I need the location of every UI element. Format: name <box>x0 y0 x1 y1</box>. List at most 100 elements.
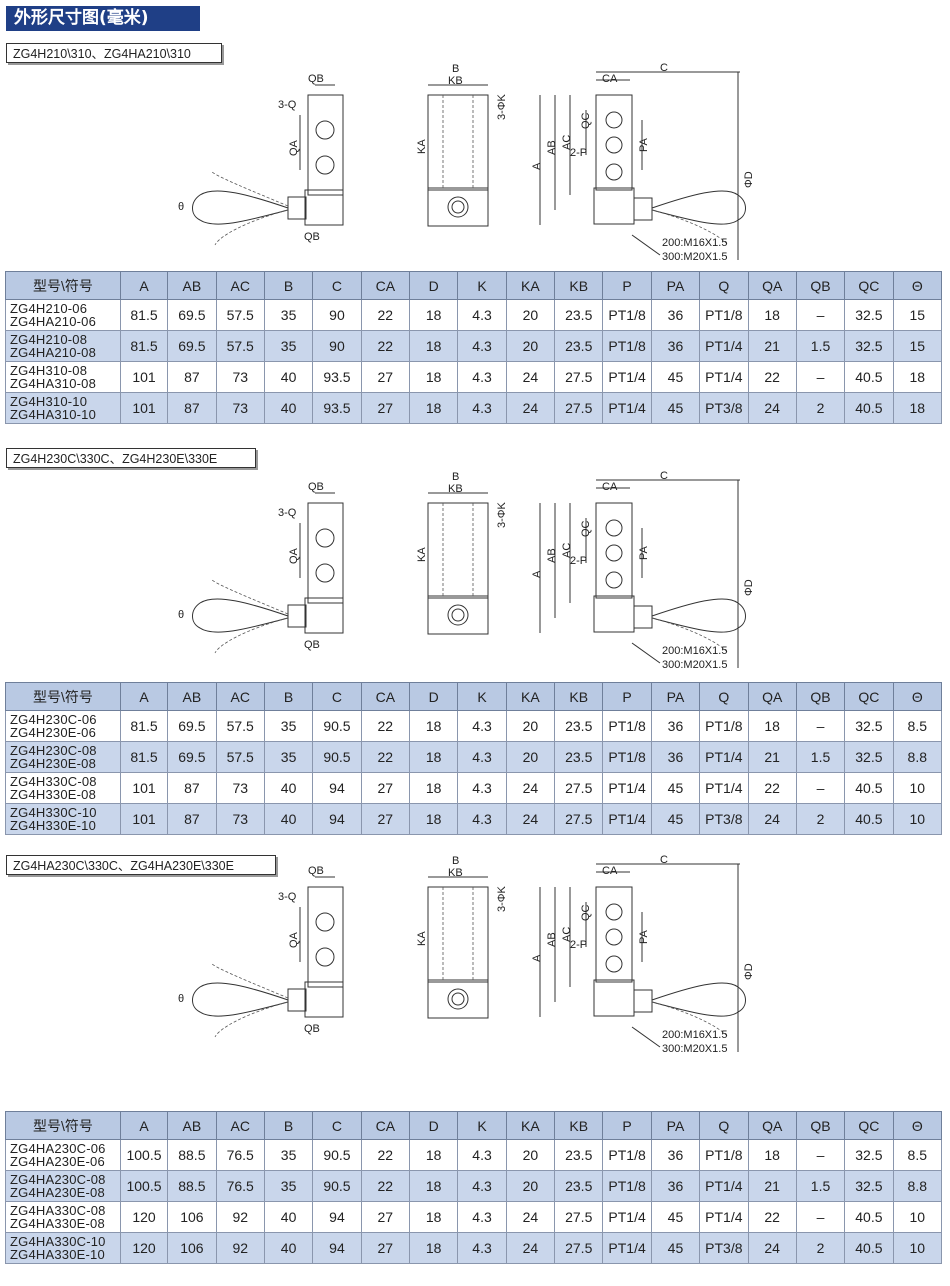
value-cell: 73 <box>215 772 265 804</box>
model-number: ZG4HA210-06 <box>10 314 97 329</box>
value-cell: PT1/4 <box>699 1170 749 1202</box>
value-cell: PT1/8 <box>602 1170 652 1202</box>
value-cell: 73 <box>215 392 265 424</box>
value-cell: 27.5 <box>554 1232 604 1264</box>
value-cell: 40 <box>263 803 314 835</box>
section-1-model-label: ZG4H210\310、ZG4HA210\310 <box>6 43 222 63</box>
value-cell: 81.5 <box>119 741 169 773</box>
value-cell: 24 <box>505 803 556 835</box>
value-cell: 57.5 <box>215 741 265 773</box>
column-header: C <box>312 1111 362 1140</box>
value-cell: 35 <box>263 299 314 331</box>
side-port-circle <box>447 988 469 1010</box>
dim-label-pa: PA <box>638 137 650 152</box>
value-cell: 18 <box>747 299 797 331</box>
value-cell: 88.5 <box>167 1139 217 1171</box>
lever-collar <box>633 605 653 629</box>
value-cell: 90.5 <box>312 1170 362 1202</box>
dim-label-ab: AB <box>546 932 558 947</box>
value-cell: 90 <box>312 330 362 362</box>
value-cell: 32.5 <box>844 710 894 742</box>
value-cell: PT1/4 <box>602 392 652 424</box>
column-header: P <box>602 271 652 300</box>
dim-label-3q: 3-Q <box>278 891 297 903</box>
value-cell: 24 <box>505 772 556 804</box>
dim-label-3k: 3-ΦK <box>496 93 508 120</box>
value-cell: 24 <box>505 392 556 424</box>
value-cell: 90.5 <box>312 741 362 773</box>
front-port-circle <box>605 928 623 946</box>
value-cell: 2 <box>795 1232 846 1264</box>
column-header: AC <box>215 271 265 300</box>
value-cell: 120 <box>119 1232 169 1264</box>
value-cell: 94 <box>312 772 362 804</box>
value-cell: 57.5 <box>215 299 265 331</box>
dim-label-ca: CA <box>602 481 618 493</box>
value-cell: 20 <box>505 741 556 773</box>
model-number: ZG4HA310-10 <box>10 407 97 422</box>
value-cell: 76.5 <box>215 1139 265 1171</box>
value-cell: 18 <box>408 803 459 835</box>
column-header: K <box>457 682 507 711</box>
value-cell: 18 <box>408 392 459 424</box>
dim-label-ka: KA <box>416 931 428 946</box>
value-cell: 4.3 <box>457 392 507 424</box>
value-cell: 45 <box>650 772 701 804</box>
value-cell: 27.5 <box>554 361 604 393</box>
value-cell: 40 <box>263 772 314 804</box>
lever-swing-path <box>214 617 289 654</box>
column-header: A <box>119 1111 169 1140</box>
lever-swing-path <box>651 617 729 654</box>
value-cell: 22 <box>360 741 410 773</box>
dim-label-qb: QB <box>304 1023 320 1035</box>
dim-label-3k: 3-ΦK <box>496 885 508 912</box>
column-header: Θ <box>892 1111 943 1140</box>
value-cell: 21 <box>747 1170 797 1202</box>
value-cell: 4.3 <box>457 803 507 835</box>
value-cell: 45 <box>650 803 701 835</box>
front-port-circle <box>605 136 623 154</box>
value-cell: 4.3 <box>457 710 507 742</box>
value-cell: 24 <box>505 1201 556 1233</box>
value-cell: PT1/8 <box>602 1139 652 1171</box>
lever-collar <box>287 988 307 1012</box>
value-cell: PT3/8 <box>699 392 749 424</box>
value-cell: – <box>795 710 846 742</box>
value-cell: – <box>795 772 846 804</box>
dim-label-b: B <box>452 63 459 75</box>
value-cell: 93.5 <box>312 361 362 393</box>
column-header: 型号\符号 <box>5 682 121 711</box>
value-cell: – <box>795 1139 846 1171</box>
value-cell: 32.5 <box>844 299 894 331</box>
value-cell: 18 <box>408 299 459 331</box>
value-cell: 18 <box>408 1201 459 1233</box>
value-cell: PT1/8 <box>699 1139 749 1171</box>
front-port-circle <box>605 571 623 589</box>
value-cell: 40.5 <box>844 361 894 393</box>
value-cell: 94 <box>312 803 362 835</box>
side-port-circle <box>451 200 465 214</box>
value-cell: 87 <box>167 772 217 804</box>
lever-handle <box>192 598 289 633</box>
section-3-model-label: ZG4HA230C\330C、ZG4HA230E\330E <box>6 855 276 875</box>
value-cell: 4.3 <box>457 299 507 331</box>
value-cell: 18 <box>408 741 459 773</box>
value-cell: PT1/4 <box>699 772 749 804</box>
value-cell: 45 <box>650 361 701 393</box>
value-cell: 4.3 <box>457 1201 507 1233</box>
dim-label-ac: AC <box>561 927 573 942</box>
value-cell: 88.5 <box>167 1170 217 1202</box>
value-cell: 90.5 <box>312 1139 362 1171</box>
column-header: QA <box>747 1111 797 1140</box>
thread-spec-300: 300:M20X1.5 <box>662 1043 727 1055</box>
side-port-circle <box>451 608 465 622</box>
dim-label-qb: QB <box>304 639 320 651</box>
side-port-circle <box>447 196 469 218</box>
value-cell: 81.5 <box>119 330 169 362</box>
